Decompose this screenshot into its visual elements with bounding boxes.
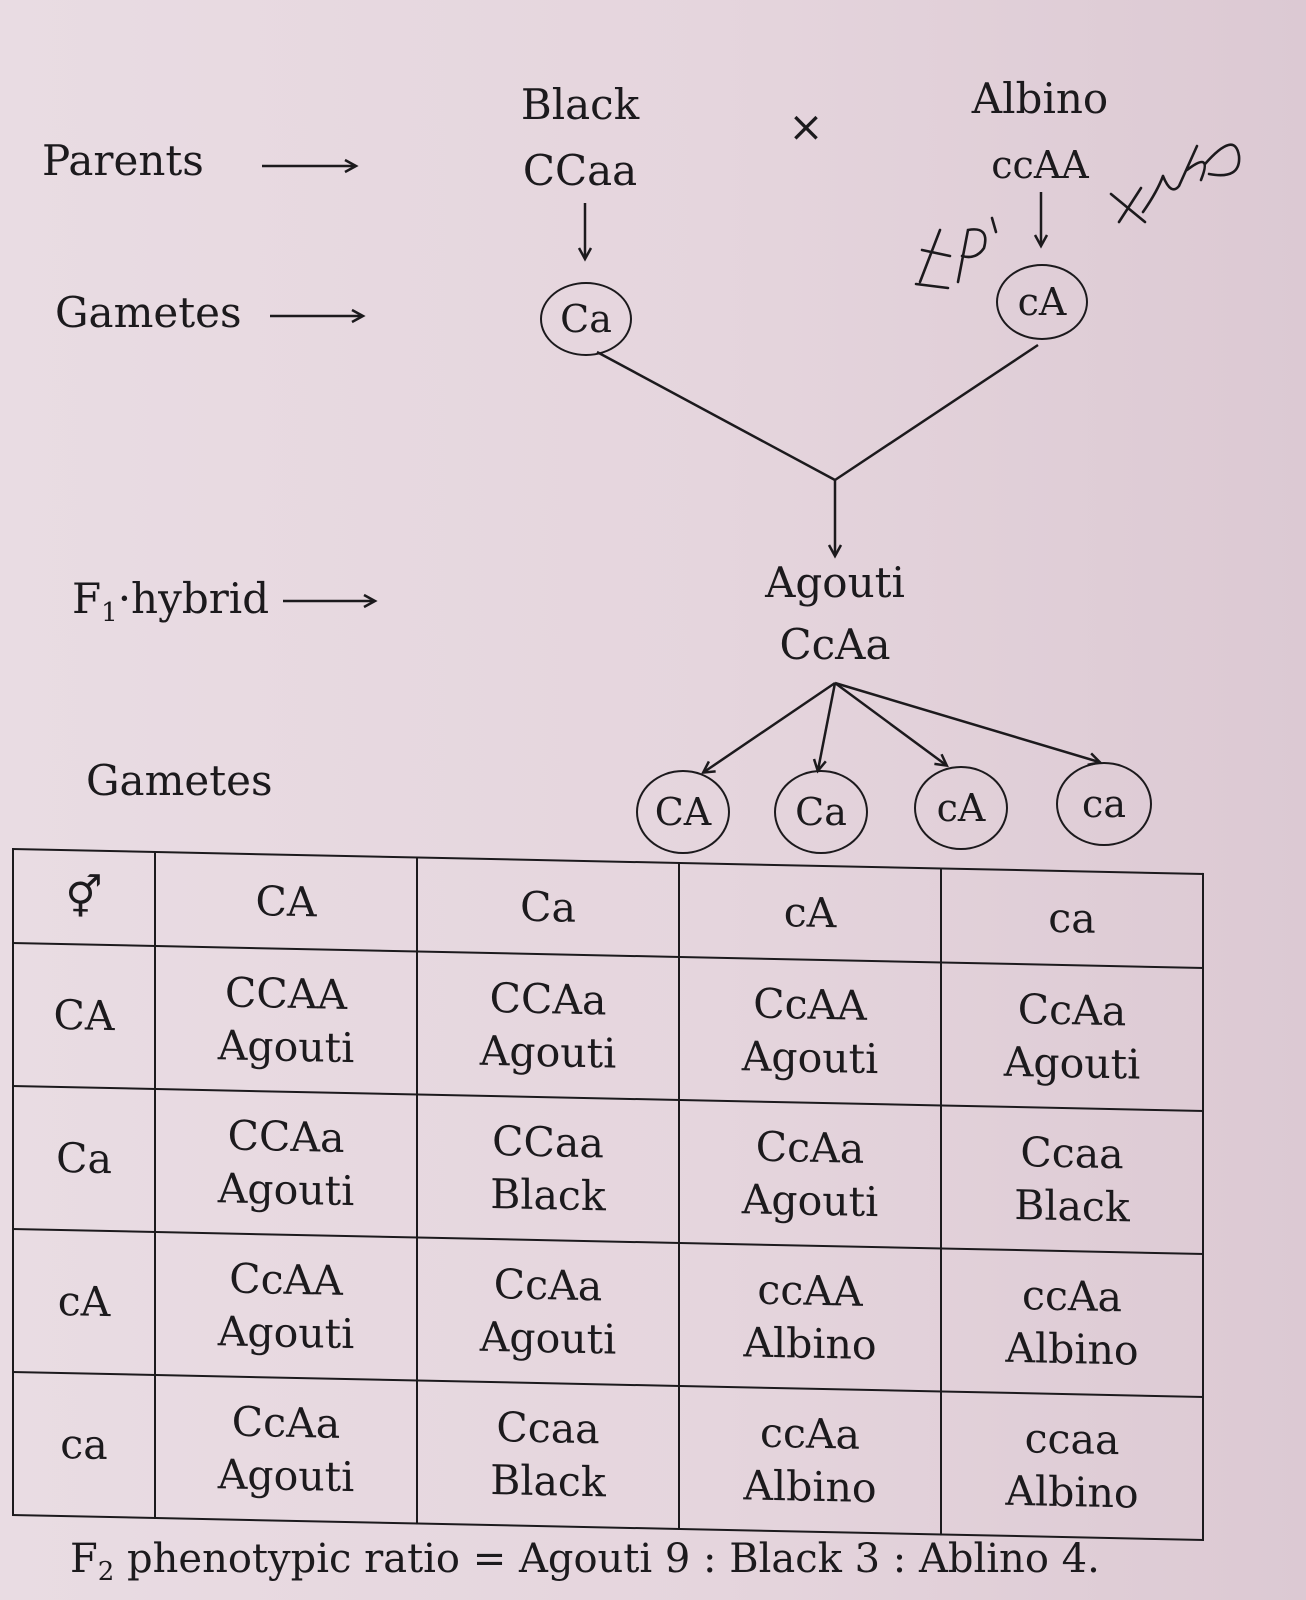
- row-header: ca: [13, 1372, 155, 1518]
- cell-genotype: CCaa: [492, 1117, 604, 1168]
- cell-phenotype: Albino: [1005, 1323, 1139, 1375]
- column-header: ca: [941, 868, 1203, 968]
- cell-genotype: CCAA: [225, 968, 347, 1020]
- cell-genotype: CCAa: [489, 974, 607, 1025]
- column-header: cA: [679, 862, 941, 963]
- f1-gamete-circle: cA: [914, 766, 1008, 850]
- corner-cell: ⚥: [13, 849, 155, 946]
- cell-phenotype: Agouti: [217, 1306, 355, 1358]
- cell-phenotype: Albino: [743, 1460, 877, 1512]
- row-header: cA: [13, 1229, 155, 1375]
- parent2-gamete-circle: cA: [996, 264, 1088, 340]
- handwritten-note-hypo: [1109, 143, 1241, 224]
- f1-gamete: Ca: [795, 790, 847, 834]
- f1-gamete: cA: [936, 786, 986, 830]
- parent1-phenotype: Black: [520, 80, 640, 129]
- cell-genotype: CCAa: [227, 1111, 345, 1162]
- cell-genotype: Ccaa: [1020, 1128, 1124, 1179]
- f2-ratio-caption: F2 phenotypic ratio = Agouti 9 : Black 3…: [70, 1536, 1100, 1587]
- parent2-gamete: cA: [1017, 280, 1067, 324]
- cell-genotype: CcAA: [753, 979, 867, 1030]
- parent1-genotype: CCaa: [522, 146, 638, 195]
- f1-phenotype: Agouti: [765, 558, 905, 607]
- cell-phenotype: Agouti: [217, 1020, 355, 1072]
- cell-phenotype: Agouti: [479, 1312, 617, 1364]
- column-header: Ca: [417, 857, 679, 957]
- parent1-gamete: Ca: [560, 297, 612, 341]
- cross-symbol: ×: [788, 102, 824, 151]
- fan-arrow-Ca: [812, 682, 837, 774]
- cell-phenotype: Black: [490, 1169, 606, 1220]
- cell-genotype: ccAA: [757, 1265, 863, 1316]
- cell-genotype: CcAa: [1017, 985, 1127, 1036]
- gametes-label: Gametes: [55, 288, 242, 337]
- column-header: CA: [155, 851, 417, 952]
- cell-genotype: ccaa: [1024, 1414, 1120, 1465]
- f1-label: F1·hybrid: [72, 574, 270, 628]
- cell-phenotype: Agouti: [217, 1163, 355, 1215]
- cell-genotype: CcAa: [493, 1260, 603, 1311]
- f1-genotype: CcAa: [779, 620, 891, 669]
- f1-gamete-circle: ca: [1056, 762, 1152, 846]
- hermaphrodite-symbol: ⚥: [65, 872, 103, 922]
- row-header: CA: [13, 943, 155, 1089]
- f1-gamete-circle: CA: [636, 770, 730, 854]
- parents-label: Parents: [42, 136, 204, 185]
- cell-phenotype: Black: [1014, 1180, 1130, 1231]
- f1-gametes-label: Gametes: [86, 756, 273, 805]
- cell-phenotype: Albino: [1005, 1466, 1139, 1518]
- fan-arrow-ca: [834, 681, 1103, 767]
- merge-line-right: [834, 343, 1039, 482]
- cell-phenotype: Agouti: [741, 1031, 879, 1083]
- cell-phenotype: Albino: [743, 1317, 877, 1369]
- cell-genotype: CcAa: [231, 1397, 341, 1448]
- row-header: Ca: [13, 1086, 155, 1232]
- cell-phenotype: Agouti: [1003, 1037, 1141, 1089]
- cell-phenotype: Agouti: [741, 1174, 879, 1226]
- cell-genotype: ccAa: [1022, 1271, 1122, 1322]
- parent2-genotype: ccAA: [991, 143, 1089, 187]
- handwritten-note-ep: [914, 216, 998, 290]
- f1-gamete-circle: Ca: [774, 770, 868, 854]
- cell-phenotype: Agouti: [217, 1449, 355, 1501]
- parent2-phenotype: Albino: [971, 74, 1109, 123]
- f1-gamete: CA: [654, 790, 712, 834]
- cell-genotype: CcAa: [755, 1122, 865, 1173]
- cell-phenotype: Black: [490, 1455, 606, 1506]
- f1-gamete: ca: [1082, 782, 1126, 826]
- cell-genotype: Ccaa: [496, 1403, 600, 1454]
- cell-genotype: CcAA: [229, 1254, 343, 1305]
- fan-arrow-cA: [834, 681, 949, 768]
- fan-arrow-CA: [701, 681, 836, 775]
- merge-line-left: [596, 350, 836, 482]
- parent1-gamete-circle: Ca: [540, 282, 632, 356]
- cell-genotype: ccAa: [760, 1408, 860, 1459]
- cell-phenotype: Agouti: [479, 1026, 617, 1078]
